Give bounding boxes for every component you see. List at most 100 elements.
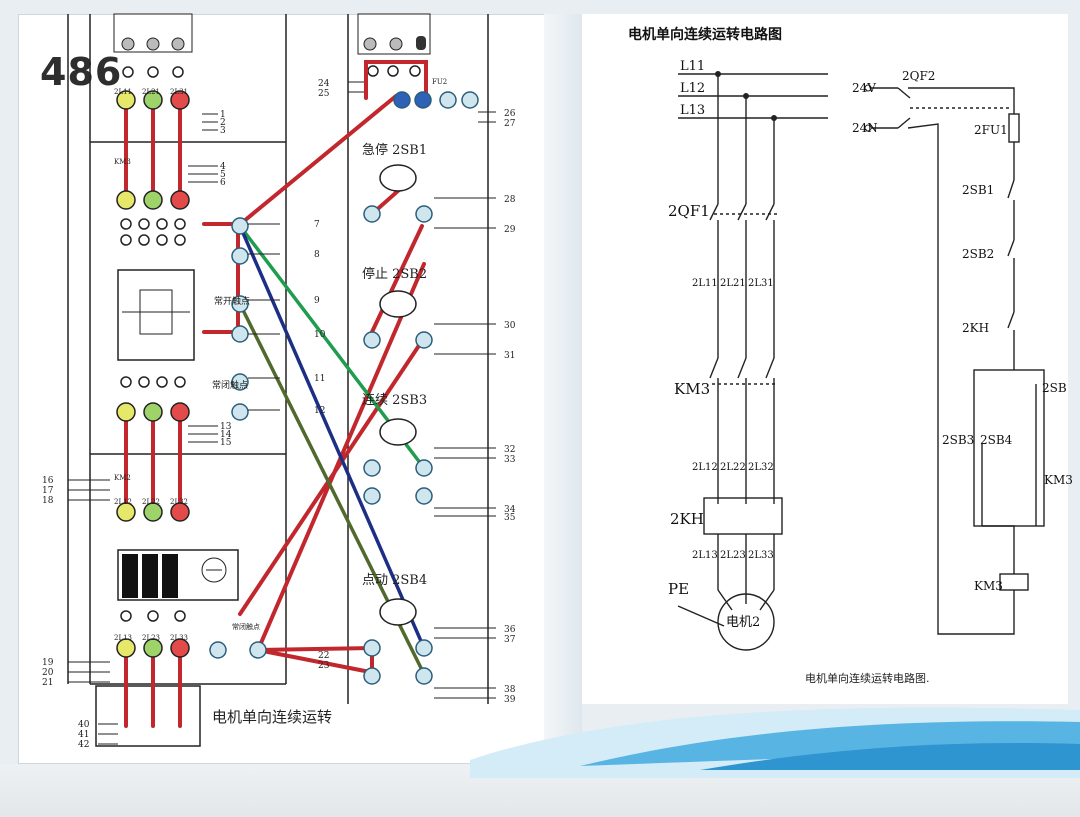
- breaker-top-left: [113, 13, 193, 53]
- num-33: 33: [504, 455, 516, 465]
- circuit-schematic: L11 L12 L13 2QF1 KM3 2KH PE 电机2 2L11 2L2…: [668, 59, 1073, 651]
- num-34: 34: [504, 505, 516, 515]
- line-l12: L12: [680, 81, 705, 96]
- num-42: 42: [78, 740, 89, 750]
- num-8: 8: [314, 250, 320, 260]
- num-29: 29: [504, 225, 516, 235]
- num-26: 26: [504, 109, 516, 119]
- sb3-label: 2SB3: [942, 433, 974, 447]
- num-18: 18: [42, 496, 54, 506]
- phase-2L32: 2L32: [748, 462, 774, 473]
- nc-contact-label: 常闭触点: [212, 379, 248, 391]
- num-20: 20: [42, 668, 54, 678]
- phase-2L13: 2L13: [692, 550, 718, 561]
- num-36: 36: [504, 625, 516, 635]
- sb2-label: 2SB2: [962, 247, 994, 261]
- sb4-label: 2SB4: [980, 433, 1013, 447]
- thermal-relay-2kh: [117, 549, 239, 601]
- wiring-diagram: 2L11 2L21 2L31 2L12 2L22 2L32 2L13 2L23 …: [42, 13, 516, 750]
- num-5: 5: [220, 170, 226, 180]
- terminal-2L21: 2L21: [142, 88, 160, 96]
- num-4: 4: [220, 162, 226, 172]
- num-21: 21: [42, 678, 53, 688]
- num-38: 38: [504, 685, 516, 695]
- num-31: 31: [504, 351, 515, 361]
- qf1-label: 2QF1: [668, 202, 710, 220]
- num-25: 25: [318, 89, 330, 99]
- terminal-2L31: 2L31: [170, 88, 188, 96]
- num-19: 19: [42, 658, 54, 668]
- panel-title: 电机单向连续运转: [212, 708, 332, 726]
- phase-2L11: 2L11: [692, 278, 718, 289]
- phase-2L22: 2L22: [720, 462, 746, 473]
- terminal-2L22: 2L22: [142, 498, 160, 506]
- button-2sb4-label: 点动 2SB4: [362, 573, 427, 588]
- phase-2L23: 2L23: [720, 550, 746, 561]
- terminal-2L13: 2L13: [114, 634, 132, 642]
- divider-strip: [544, 14, 582, 762]
- terminal-2L23: 2L23: [142, 634, 160, 642]
- contactor-km3: [117, 269, 195, 361]
- num-24: 24: [318, 79, 330, 89]
- num-27: 27: [504, 119, 516, 129]
- km3-coil-label: KM3: [974, 579, 1003, 593]
- button-2sb3-label: 连续 2SB3: [362, 392, 427, 408]
- num-13: 13: [220, 422, 232, 432]
- num-12: 12: [314, 406, 325, 416]
- num-3: 3: [220, 126, 226, 136]
- num-35: 35: [504, 513, 516, 523]
- v24-label: 24V: [852, 81, 876, 95]
- num-39: 39: [504, 695, 516, 705]
- fu1-label: 2FU1: [974, 123, 1008, 137]
- num-37: 37: [504, 635, 516, 645]
- num-23: 23: [318, 661, 330, 671]
- num-22: 22: [318, 651, 329, 661]
- line-l13: L13: [680, 103, 705, 118]
- num-9: 9: [314, 296, 320, 306]
- motor-label: 电机2: [726, 615, 760, 630]
- n24-label: 24N: [852, 121, 878, 135]
- km3-contact-label: KM3: [1044, 473, 1073, 487]
- button-2sb2-label: 停止 2SB2: [362, 266, 427, 282]
- schematic-panel: [582, 14, 1068, 704]
- fu2-label: FU2: [432, 78, 447, 86]
- num-11: 11: [314, 374, 325, 384]
- line-l11: L11: [680, 59, 705, 74]
- terminal-2L33: 2L33: [170, 634, 188, 642]
- km3-label: KM3: [114, 158, 131, 166]
- circuit-title: 电机单向连续运转电路图: [628, 27, 782, 43]
- nc-contact-small-label: 常闭触点: [232, 622, 260, 631]
- sb4-right-label: 2SB: [1042, 381, 1067, 395]
- num-41: 41: [78, 730, 89, 740]
- page-number: 486: [40, 50, 123, 94]
- num-10: 10: [314, 330, 326, 340]
- num-32: 32: [504, 445, 515, 455]
- kh-main-label: 2KH: [670, 510, 704, 528]
- terminal-2L32: 2L32: [170, 498, 188, 506]
- phase-2L21: 2L21: [720, 278, 746, 289]
- sb1-label: 2SB1: [962, 183, 994, 197]
- num-6: 6: [220, 178, 226, 188]
- phase-2L12: 2L12: [692, 462, 718, 473]
- km3-main-label: KM3: [674, 380, 710, 398]
- phase-2L31: 2L31: [748, 278, 774, 289]
- qf2-label: 2QF2: [902, 69, 935, 83]
- button-2sb1-label: 急停 2SB1: [362, 142, 427, 158]
- terminal-2L11: 2L11: [114, 88, 132, 96]
- num-14: 14: [220, 430, 232, 440]
- num-30: 30: [504, 321, 516, 331]
- phase-2L33: 2L33: [748, 550, 774, 561]
- num-17: 17: [42, 486, 54, 496]
- pe-label: PE: [668, 580, 689, 598]
- num-7: 7: [314, 220, 320, 230]
- breaker-top-right: [357, 13, 431, 55]
- kh-contact-label: 2KH: [962, 321, 989, 335]
- no-contact-label: 常开触点: [214, 295, 250, 307]
- decorative-wave-band: [470, 707, 1080, 778]
- num-40: 40: [78, 720, 90, 730]
- num-1: 1: [220, 110, 226, 120]
- num-28: 28: [504, 195, 516, 205]
- num-15: 15: [220, 438, 232, 448]
- circuit-caption: 电机单向连续运转电路图.: [805, 672, 930, 685]
- km2-label: KM2: [114, 474, 131, 482]
